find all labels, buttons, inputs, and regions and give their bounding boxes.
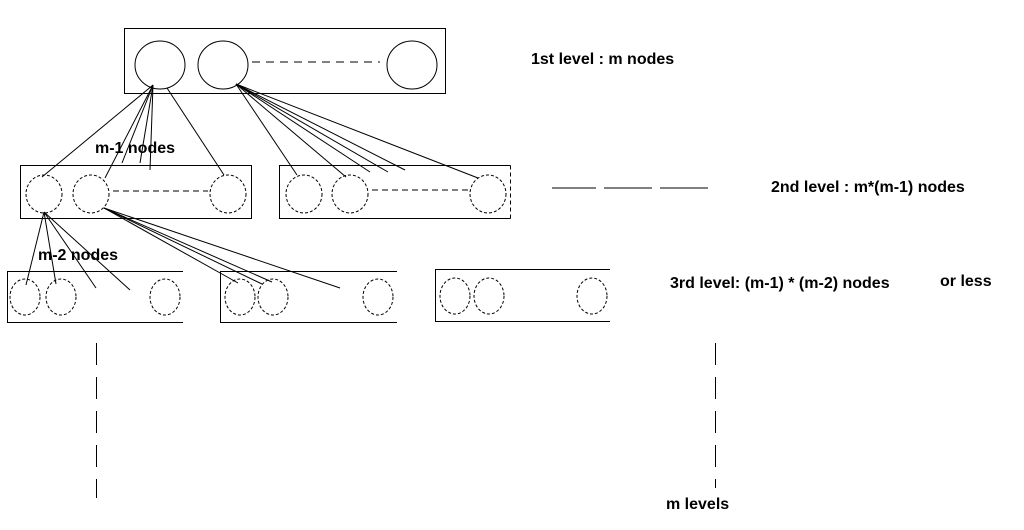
- level3-node: [362, 278, 394, 316]
- edges-node1-to-level2: [41, 84, 225, 179]
- level2-node: [469, 174, 507, 214]
- level3-node: [257, 278, 289, 316]
- level3-suffix-label: or less: [940, 273, 992, 290]
- level1-label: 1st level : m nodes: [531, 51, 675, 68]
- level2-node: [285, 174, 323, 214]
- m-levels-label: m levels: [666, 496, 730, 513]
- level1-node: [386, 40, 438, 90]
- level3-node: [9, 278, 41, 316]
- level2-node: [331, 174, 369, 214]
- level3-box-2: [220, 271, 397, 323]
- level2-label: 2nd level : m*(m-1) nodes: [771, 179, 965, 196]
- level3-node: [45, 278, 77, 316]
- level1-box: [124, 28, 446, 94]
- level3-label: 3rd level: (m-1) * (m-2) nodes: [670, 275, 890, 292]
- level1-node: [197, 40, 249, 90]
- level1-node: [134, 40, 186, 90]
- level2-box-2: [279, 165, 511, 220]
- level2-node: [209, 174, 247, 214]
- level3-node: [439, 277, 471, 315]
- m-minus-2-nodes-label: m-2 nodes: [38, 247, 119, 264]
- m-minus-1-nodes-label: m-1 nodes: [95, 140, 176, 157]
- edges-node2-to-level2: [235, 83, 479, 179]
- level3-node: [224, 278, 256, 316]
- level3-node: [576, 277, 608, 315]
- level2-node: [25, 174, 63, 214]
- level3-node: [149, 278, 181, 316]
- level3-box-3: [435, 269, 610, 322]
- level2-node: [72, 174, 110, 214]
- level3-node: [473, 277, 505, 315]
- level2-box-1: [20, 165, 252, 219]
- level3-box-1: [7, 271, 183, 323]
- edges-l2node2-to-level3: [103, 207, 341, 289]
